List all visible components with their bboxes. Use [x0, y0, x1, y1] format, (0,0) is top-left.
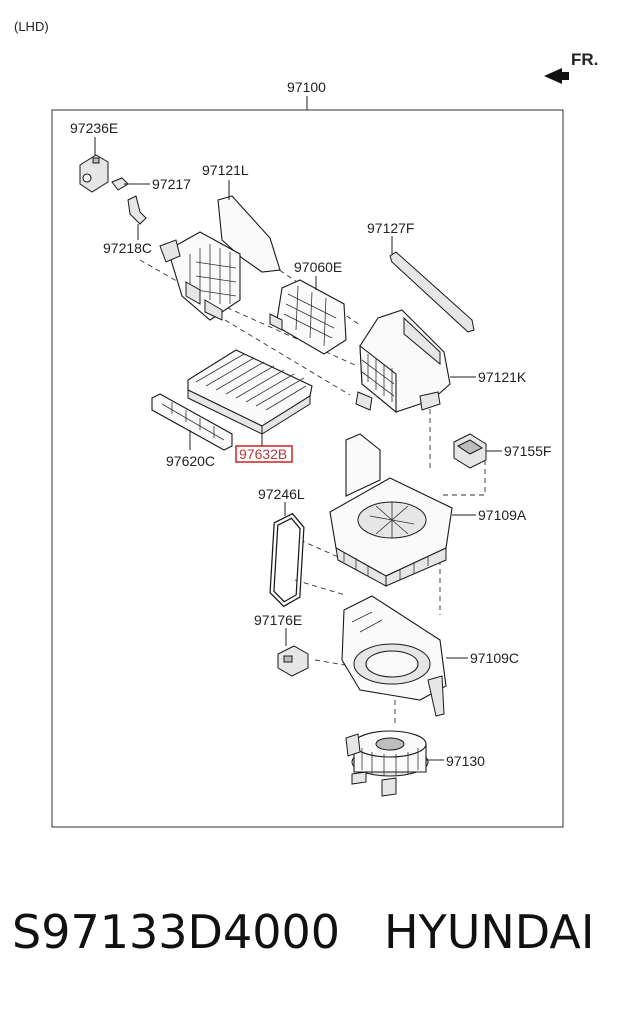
part-97109a-upper-blower-case: [329, 433, 453, 587]
part-97176e-actuator: [277, 645, 309, 677]
part-97121l-intake-case: [159, 195, 281, 321]
front-direction-label: FR.: [571, 50, 598, 69]
assembly-frame: [51, 109, 564, 828]
callout-97155F: 97155F: [504, 443, 551, 459]
callout-97121L: 97121L: [202, 162, 249, 178]
part-97121k-main-case: [355, 309, 451, 414]
callout-97632B: 97632B: [239, 446, 287, 462]
part-97109c-lower-blower-case: [341, 595, 447, 717]
part-97218c-lever: [127, 195, 147, 225]
highlight-box-97632B: [235, 445, 293, 463]
callout-97121K: 97121K: [478, 369, 527, 385]
part-97620c-filter-cover: [151, 393, 233, 451]
part-97130-blower-motor: [345, 730, 429, 797]
callout-97218C: 97218C: [103, 240, 152, 256]
callout-97246L: 97246L: [258, 486, 305, 502]
assembly-label: 97100: [287, 79, 326, 95]
part-97155f-resistor: [453, 433, 487, 469]
part-number: S97133D4000: [12, 905, 341, 959]
part-97236e-actuator: [79, 154, 109, 193]
brand-name: HYUNDAI: [384, 905, 595, 959]
part-97060e-damper-door: [269, 279, 347, 355]
callout-97109A: 97109A: [478, 507, 527, 523]
callout-97060E: 97060E: [294, 259, 342, 275]
callout-97236E: 97236E: [70, 120, 118, 136]
part-number-caption: S97133D4000 HYUNDAI: [12, 905, 612, 975]
part-97632b-cabin-filter: [187, 349, 313, 435]
part-97217-screw: [111, 177, 132, 191]
part-97127f-seal-strip: [389, 251, 475, 333]
callout-97176E: 97176E: [254, 612, 302, 628]
callout-97130: 97130: [446, 753, 485, 769]
callout-97217: 97217: [152, 176, 191, 192]
lhd-label: (LHD): [14, 19, 49, 34]
callout-97620C: 97620C: [166, 453, 215, 469]
part-97246l-gasket: [269, 512, 305, 608]
front-direction-arrow-icon: [544, 68, 569, 84]
callout-97109C: 97109C: [470, 650, 519, 666]
callout-97127F: 97127F: [367, 220, 414, 236]
